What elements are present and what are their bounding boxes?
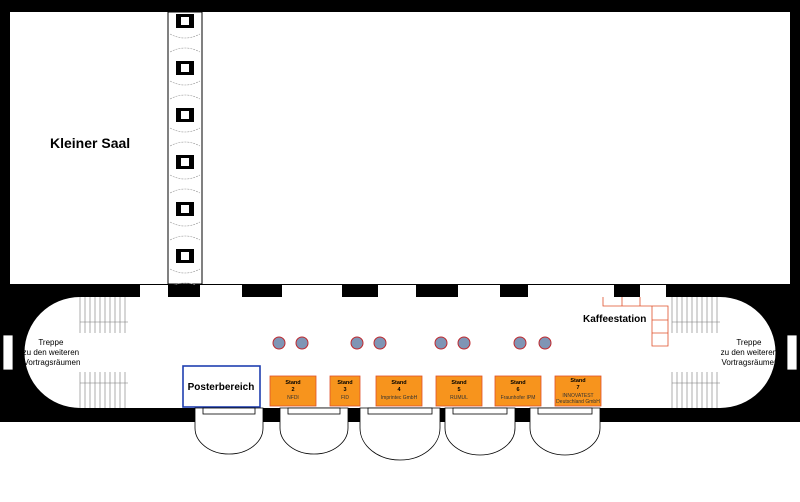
stand-title: Stand bbox=[570, 378, 585, 384]
stand-title: Stand bbox=[285, 380, 300, 386]
hall-kleiner-saal[interactable] bbox=[10, 12, 790, 284]
stand-title: Stand bbox=[337, 380, 352, 386]
stand-number: 6 bbox=[516, 387, 519, 393]
door-swing bbox=[169, 174, 201, 194]
stairs-left bbox=[79, 297, 128, 408]
doorway[interactable] bbox=[640, 285, 666, 297]
coffee-counter bbox=[602, 297, 669, 347]
stand-exhibitor: NFDI bbox=[287, 395, 299, 401]
stand-exhibitor: Fraunhofer IPM bbox=[501, 395, 536, 401]
hall-label: Kleiner Saal bbox=[50, 135, 130, 151]
stand-title: Stand bbox=[510, 380, 525, 386]
round-table bbox=[434, 336, 448, 350]
coffee-station-label: Kaffeestation bbox=[583, 314, 646, 325]
round-table bbox=[373, 336, 387, 350]
stand-number: 7 bbox=[576, 385, 579, 391]
doorway[interactable] bbox=[458, 285, 500, 297]
stand-title: Stand bbox=[451, 380, 466, 386]
stand-exhibitor: INNOVATEST bbox=[562, 393, 593, 399]
round-table bbox=[457, 336, 471, 350]
stairs-left-label: Treppe zu den weiteren Vortragsräumen bbox=[23, 338, 82, 367]
stairs-right bbox=[671, 297, 720, 408]
round-table bbox=[538, 336, 552, 350]
doorway[interactable] bbox=[200, 285, 242, 297]
bay-windows bbox=[194, 407, 601, 461]
door-swing bbox=[169, 33, 201, 53]
round-table bbox=[513, 336, 527, 350]
doorway[interactable] bbox=[282, 285, 342, 297]
stand-number: 2 bbox=[291, 387, 294, 393]
doorway[interactable] bbox=[140, 285, 168, 297]
door-column bbox=[167, 11, 203, 288]
stand-exhibitor: FID bbox=[341, 395, 349, 401]
stand-exhibitor: Imprintec GmbH bbox=[381, 395, 418, 401]
stand-number: 4 bbox=[397, 387, 401, 393]
poster-area[interactable] bbox=[182, 365, 261, 408]
round-table bbox=[350, 336, 364, 350]
stand-number: 3 bbox=[343, 387, 346, 393]
tables bbox=[272, 336, 552, 350]
door-swing bbox=[169, 127, 201, 147]
door-swing bbox=[169, 221, 201, 241]
stairs-right-label: Treppe zu den weiteren Vortragsräumen bbox=[721, 338, 780, 367]
round-table bbox=[272, 336, 286, 350]
doorway[interactable] bbox=[528, 285, 614, 297]
door-swing bbox=[169, 80, 201, 100]
round-table bbox=[295, 336, 309, 350]
stand-title: Stand bbox=[391, 380, 406, 386]
stand-exhibitor: RUMUL bbox=[450, 395, 468, 401]
poster-area-label: Posterbereich bbox=[188, 382, 255, 393]
stand-exhibitor: Deutschland GmbH bbox=[556, 399, 600, 405]
stand-number: 5 bbox=[457, 387, 460, 393]
doorway[interactable] bbox=[378, 285, 416, 297]
